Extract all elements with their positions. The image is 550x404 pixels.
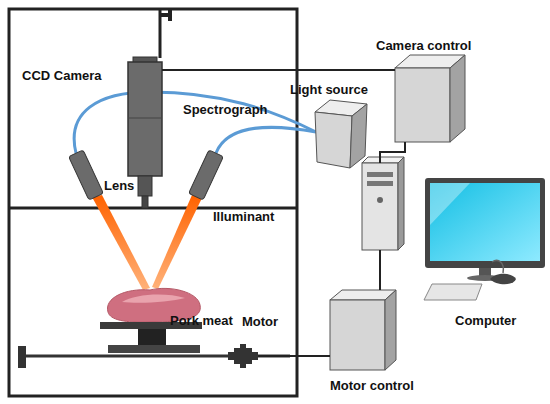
meat-highlight	[122, 295, 185, 303]
illuminant-lamp	[69, 150, 104, 200]
cable-connector	[258, 355, 330, 357]
monitor-bezel	[425, 178, 545, 268]
tower-side	[398, 157, 404, 250]
cable-connector	[162, 69, 395, 71]
monitor-screen	[430, 183, 540, 261]
rail-post	[18, 346, 26, 368]
part-label: Spectrograph	[183, 102, 268, 117]
camera-joint	[128, 118, 162, 119]
equipment-box: Computer	[362, 163, 546, 272]
box-side	[350, 104, 367, 168]
screen-highlight	[430, 183, 470, 225]
cabinet-frame	[9, 9, 297, 396]
keyboard-symbol	[424, 284, 482, 300]
part-label: Pork meat	[170, 313, 233, 328]
mouse-symbol	[490, 274, 516, 285]
node-label: Light source	[290, 82, 368, 97]
equipment-box: Motor control	[330, 290, 396, 370]
light-beam	[92, 195, 150, 290]
camera-body	[128, 62, 162, 176]
cable-connector	[380, 142, 405, 163]
equipment-box: CCD Camera	[128, 58, 162, 178]
drive-slot	[367, 172, 393, 177]
tower-top	[362, 157, 404, 163]
node-label: Computer	[455, 313, 516, 328]
mouse-cable	[492, 260, 503, 273]
box-side	[450, 55, 465, 142]
part-label: Lens	[104, 178, 134, 193]
rod-handle	[168, 8, 172, 21]
box-front	[395, 68, 450, 142]
equipment-box: Motor	[228, 344, 258, 368]
lens-symbol	[138, 176, 152, 196]
cable-stub	[379, 250, 381, 272]
equipment-box: Camera control	[395, 55, 465, 142]
stage-pedestal	[138, 329, 166, 345]
light-beam	[152, 195, 202, 289]
illuminant-lamp	[189, 150, 224, 200]
node-label: Motor control	[330, 378, 414, 393]
optical-fiber	[74, 92, 316, 153]
box-front	[330, 300, 385, 370]
lens-symbol	[142, 196, 148, 208]
cable-connector	[379, 272, 381, 290]
monitor-stand	[479, 268, 491, 276]
power-button	[377, 197, 383, 203]
node-label: Motor	[242, 314, 278, 329]
computer-tower	[362, 163, 398, 250]
optical-fiber	[216, 127, 316, 153]
part-label: Illuminant	[213, 209, 274, 224]
motor-symbol	[240, 344, 246, 368]
drive-slot	[367, 181, 393, 186]
node-label: Camera control	[376, 38, 471, 53]
box-side	[385, 290, 396, 370]
node-label: CCD Camera	[22, 68, 101, 83]
stage-base	[108, 345, 200, 353]
box-front	[315, 112, 352, 168]
equipment-box: Light source	[315, 100, 367, 168]
